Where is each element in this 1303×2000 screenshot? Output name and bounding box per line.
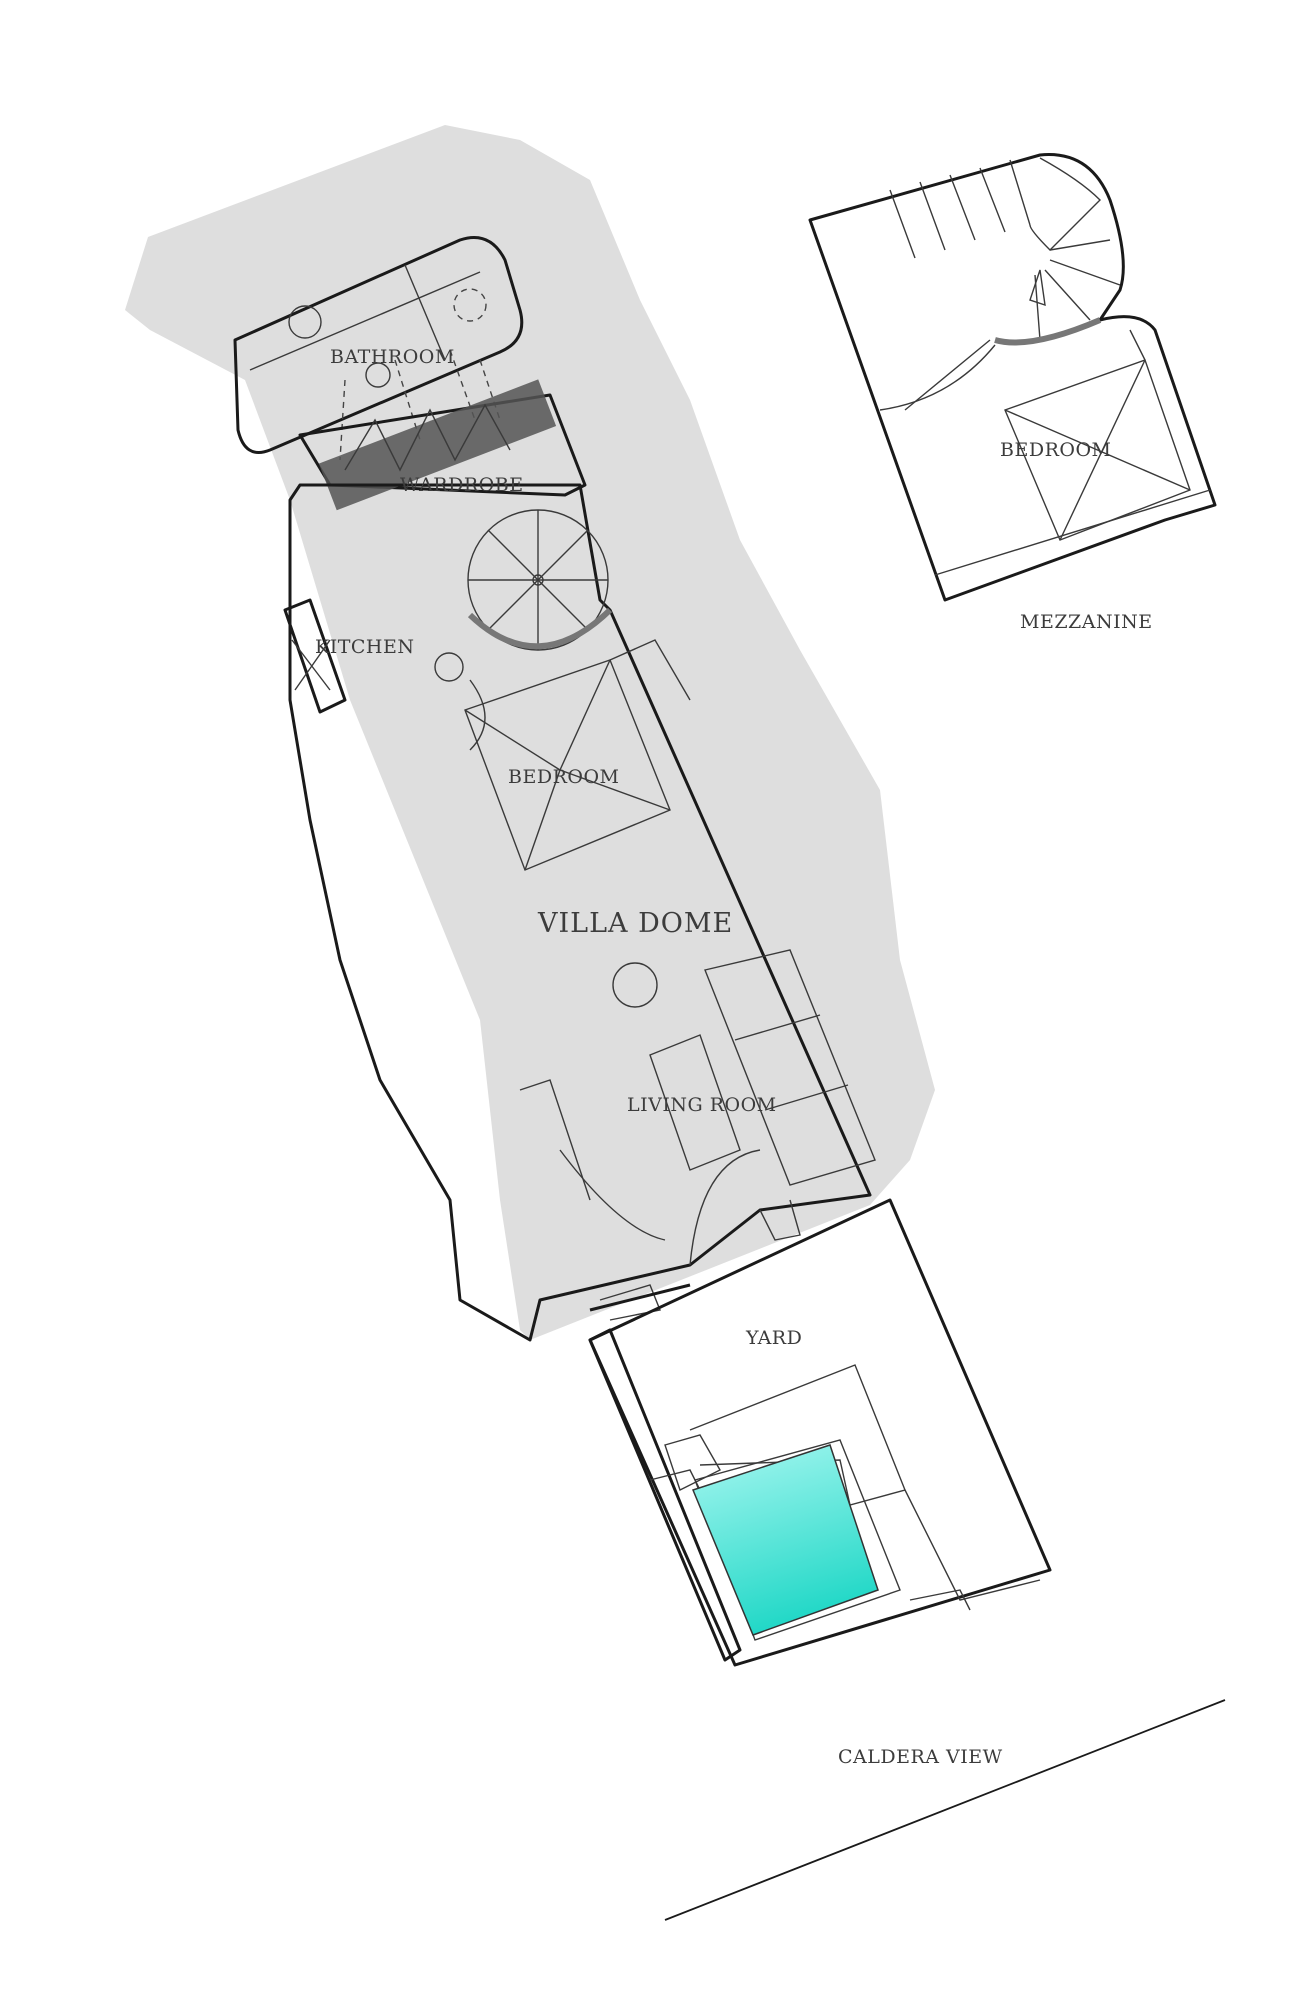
- label-caldera-view: CALDERA VIEW: [838, 1746, 1003, 1768]
- mezzanine-staircase: [889, 157, 1121, 346]
- bathroom-walls: [233, 236, 524, 454]
- page-title: VILLA DOME: [537, 908, 733, 939]
- label-kitchen: KITCHEN: [315, 636, 414, 658]
- main-walls: [288, 483, 872, 1342]
- label-bedroom-main: BEDROOM: [508, 766, 619, 788]
- terrain-rock-area: [125, 125, 935, 1340]
- bathroom-toilet-icon: [288, 305, 322, 339]
- caldera-edge-line: [664, 1699, 1226, 1921]
- living-sofa: [704, 949, 876, 1186]
- bathroom-basin-icon: [365, 362, 391, 388]
- yard: [588, 1198, 1052, 1667]
- wardrobe-cabinet: [318, 379, 557, 511]
- spiral-staircase: [467, 509, 613, 651]
- bathroom-fixture-icon: [453, 288, 487, 322]
- yard-walls: [588, 1198, 1052, 1667]
- label-mezzanine: MEZZANINE: [1020, 611, 1153, 633]
- pool: [691, 1444, 879, 1636]
- label-bathroom: BATHROOM: [330, 346, 455, 368]
- label-living-room: LIVING ROOM: [627, 1094, 777, 1116]
- villa-structure: [233, 236, 876, 1342]
- kitchen-niche: [283, 598, 347, 714]
- mezzanine-walls: [808, 153, 1217, 602]
- living-table-icon: [612, 962, 658, 1008]
- mezzanine: [808, 153, 1217, 602]
- label-bedroom-mezzanine: BEDROOM: [1000, 439, 1111, 461]
- label-wardrobe: WARDROBE: [400, 474, 524, 496]
- label-yard: YARD: [745, 1327, 802, 1349]
- kitchen-stool-icon: [434, 652, 464, 682]
